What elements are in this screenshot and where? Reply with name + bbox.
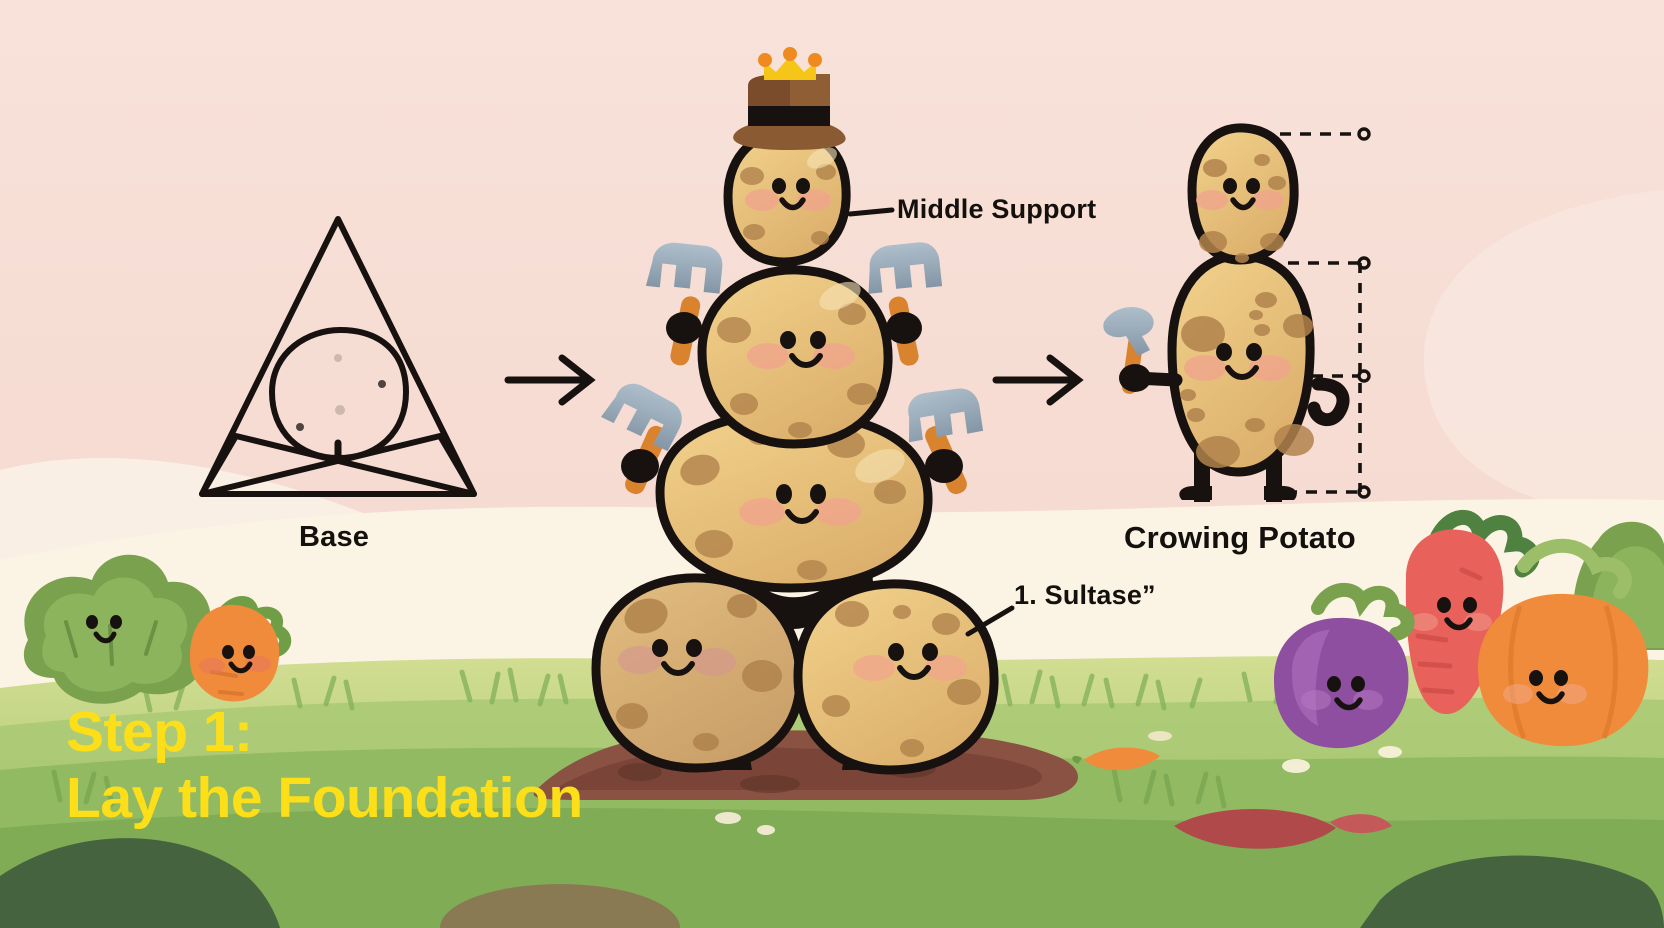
potato-tier-2 — [645, 242, 943, 449]
fallen-carrot — [1072, 747, 1160, 771]
fallen-beet — [1174, 808, 1392, 849]
cowboy-hat — [733, 74, 846, 150]
potato-tier-1 — [723, 47, 851, 267]
arrow-2 — [992, 354, 1084, 406]
leader-line-middle-support — [847, 207, 895, 217]
step-title-line-1: Step 1: — [66, 700, 253, 764]
arrow-1 — [504, 354, 596, 406]
veggie-carrot-left — [190, 596, 292, 702]
fork-tool-lower-right — [908, 388, 984, 495]
crowing-potato — [1103, 123, 1371, 502]
step-title: Step 1: Lay the Foundation — [66, 704, 583, 827]
base-diagram — [199, 216, 477, 497]
hammer-tool — [1103, 307, 1183, 394]
potato-base-right — [793, 579, 999, 775]
measurement-guides — [1280, 132, 1362, 494]
fork-tool-upper-right — [868, 242, 943, 366]
label-sultase: 1. Sultase” — [1014, 580, 1156, 610]
veggie-eggplant-right — [1274, 582, 1415, 749]
veggie-pumpkin-right — [1478, 538, 1649, 747]
potato-stack — [591, 47, 999, 775]
label-middle-support: Middle Support — [897, 194, 1097, 224]
leader-line-sultase — [965, 605, 1015, 637]
label-crowing-potato: Crowing Potato — [1124, 520, 1356, 555]
step-title-line-2: Lay the Foundation — [66, 766, 583, 830]
label-base: Base — [299, 521, 370, 553]
potato-base-left — [591, 573, 805, 773]
measurement-endpoints — [1357, 127, 1371, 499]
fork-tool-upper-left — [645, 242, 723, 366]
gold-crown — [758, 47, 822, 80]
fork-tool-lower-left — [601, 383, 682, 495]
veggie-bush-left — [23, 554, 211, 704]
